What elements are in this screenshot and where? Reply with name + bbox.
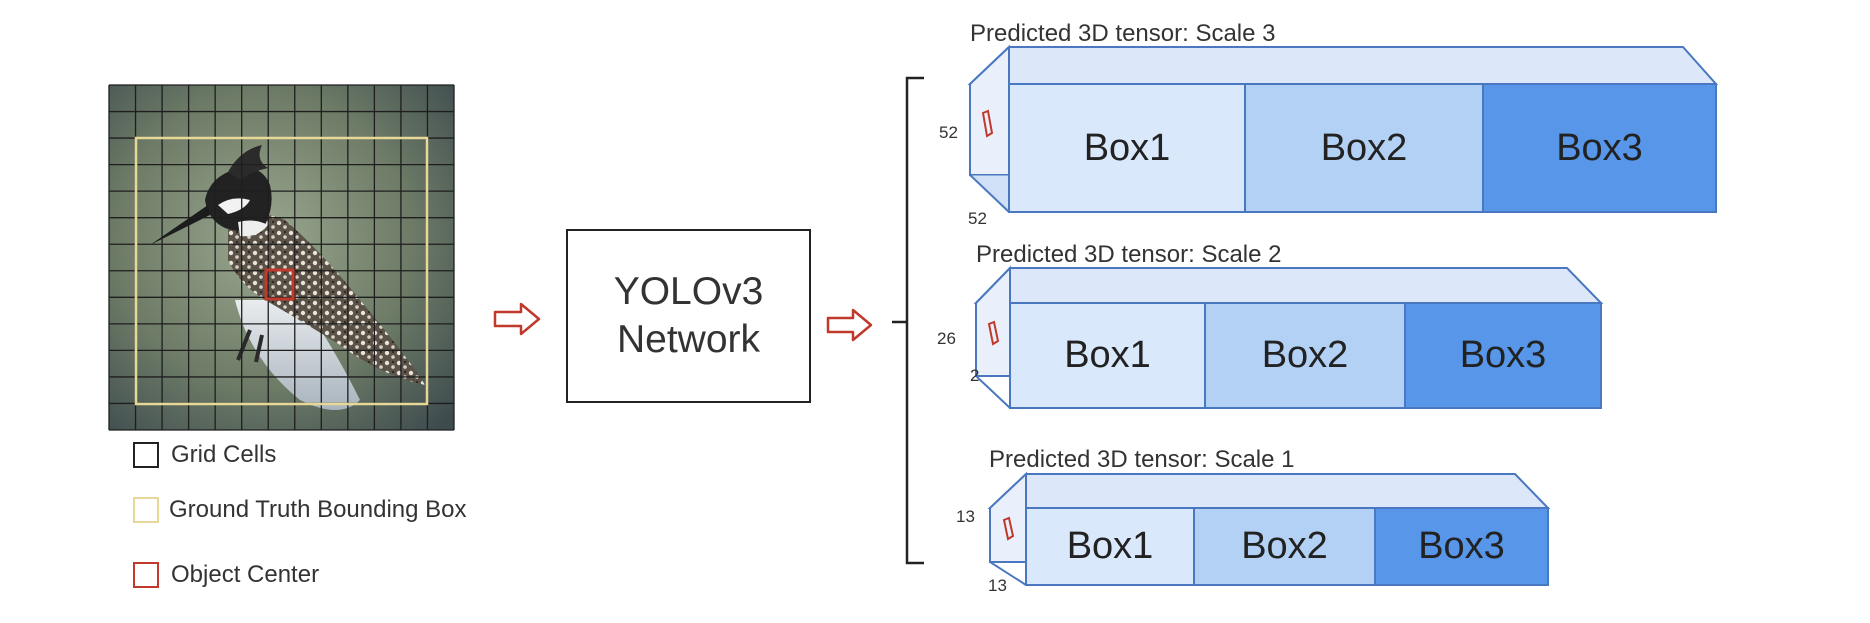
tensor-scale-1	[987, 471, 1551, 586]
tensor-scale-1-height-label: 13	[956, 507, 975, 526]
yolov3-network-box: YOLOv3 Network	[566, 229, 811, 403]
tensor-scale-3-box1	[1008, 83, 1246, 213]
object-center-box	[264, 268, 295, 301]
tensor-scale-3-box2	[1244, 83, 1484, 213]
object-center-swatch-icon	[133, 562, 159, 588]
tensor-scale-1-box1	[1025, 507, 1195, 586]
tensor-scale-3-side	[969, 44, 1010, 176]
arrow-to-outputs-icon	[826, 308, 873, 342]
tensor-scale-2-top	[973, 267, 1604, 304]
legend-object-center-label: Object Center	[171, 561, 320, 588]
arrow-to-network-icon	[493, 302, 541, 336]
tensor-scale-3-box3	[1482, 83, 1717, 213]
tensor-scale-3-cell-marker	[981, 109, 994, 138]
legend-grid-cells: Grid Cells	[133, 441, 276, 469]
tensor-scale-1-top	[987, 473, 1551, 509]
ground-truth-swatch-icon	[133, 497, 159, 523]
tensor-scale-2-box2	[1204, 302, 1406, 409]
bird-image	[109, 85, 454, 430]
tensor-scale-3-width-label: 52	[968, 209, 987, 228]
tensor-scale-1-box2	[1193, 507, 1376, 586]
ground-truth-bounding-box	[134, 136, 429, 406]
legend-object-center: Object Center	[133, 561, 319, 589]
tensor-scale-1-width-label: 13	[988, 576, 1007, 595]
legend-grid-cells-label: Grid Cells	[171, 441, 277, 468]
output-bracket	[892, 76, 924, 565]
grid-cells-swatch-icon	[133, 442, 159, 468]
tensor-scale-1-cell-marker	[1002, 516, 1015, 541]
tensor-scale-3-title: Predicted 3D tensor: Scale 3	[970, 20, 1276, 47]
tensor-scale-1-box3	[1374, 507, 1549, 586]
tensor-scale-2-cell-marker	[987, 320, 1000, 346]
tensor-scale-3-top	[967, 46, 1719, 85]
tensor-scale-2	[973, 265, 1604, 409]
legend-ground-truth: Ground Truth Bounding Box	[133, 496, 467, 524]
tensor-scale-2-width-label: 2	[970, 366, 980, 385]
tensor-scale-3	[967, 44, 1719, 214]
network-title-line2: Network	[616, 318, 761, 361]
tensor-scale-2-title: Predicted 3D tensor: Scale 2	[976, 241, 1282, 268]
tensor-scale-1-title: Predicted 3D tensor: Scale 1	[989, 446, 1295, 473]
legend-ground-truth-label: Ground Truth Bounding Box	[169, 496, 467, 523]
tensor-scale-2-box3	[1404, 302, 1602, 409]
tensor-scale-2-box1	[1009, 302, 1206, 409]
tensor-scale-3-height-label: 52	[939, 123, 958, 142]
network-title-line1: YOLOv3	[613, 270, 764, 313]
tensor-scale-2-height-label: 26	[937, 329, 956, 348]
